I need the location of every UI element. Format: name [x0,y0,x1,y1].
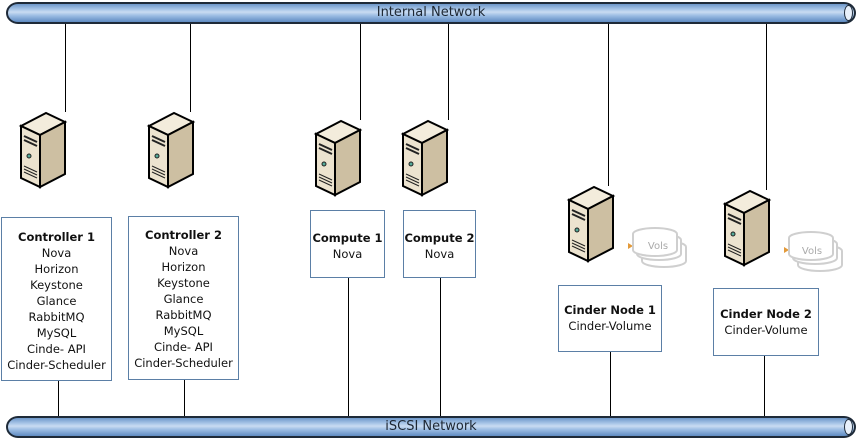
vols-label: Vols [801,246,823,257]
iscsi-link-compute-1 [348,278,349,416]
service-item: Keystone [157,276,210,290]
service-item: MySQL [36,326,77,340]
node-box-cinder-2: Cinder Node 2 Cinder-Volume [713,288,819,356]
iscsi-network-pipe: iSCSI Network [6,416,856,438]
node-title: Controller 2 [145,228,222,242]
iscsi-link-compute-2 [440,278,441,416]
service-item: Cinde- API [27,342,86,356]
internal-network-label: Internal Network [376,5,486,20]
internal-link-cinder-1 [608,24,609,186]
node-title: Compute 1 [312,231,383,245]
service-item: Nova [168,244,199,258]
service-item: Nova [41,246,72,260]
node-title: Controller 1 [18,230,95,244]
node-title: Cinder Node 2 [720,307,812,321]
iscsi-link-controller-2 [184,380,185,416]
node-box-compute-1: Compute 1 Nova [310,210,385,278]
service-item: Nova [424,247,455,261]
node-box-controller-1: Controller 1 Nova Horizon Keystone Glanc… [1,217,112,381]
internal-link-controller-1 [65,24,66,112]
pipe-end-cap [844,5,853,21]
service-item: Horizon [161,260,206,274]
server-icon [400,119,450,197]
server-icon [722,189,772,267]
server-icon [146,111,196,189]
node-box-cinder-1: Cinder Node 1 Cinder-Volume [558,285,662,352]
service-item: RabbitMQ [155,308,212,322]
service-item: RabbitMQ [28,310,85,324]
server-icon [313,119,363,197]
internal-network-pipe: Internal Network [6,2,856,24]
volumes-icon [628,227,687,268]
node-box-compute-2: Compute 2 Nova [403,210,476,278]
iscsi-link-controller-1 [58,380,59,416]
service-item: Cinder-Scheduler [134,356,233,370]
service-item: Nova [332,247,363,261]
iscsi-link-cinder-2 [764,356,765,416]
service-item: Cinde- API [154,340,213,354]
service-item: Cinder-Volume [568,319,652,333]
service-item: Keystone [30,278,83,292]
volumes-icon [784,231,843,272]
iscsi-network-label: iSCSI Network [385,419,477,434]
service-item: Glance [36,294,77,308]
node-title: Compute 2 [404,231,475,245]
node-box-controller-2: Controller 2 Nova Horizon Keystone Glanc… [128,216,239,380]
iscsi-link-cinder-1 [610,352,611,416]
internal-link-compute-1 [360,24,361,120]
pipe-end-cap [844,419,853,435]
server-icon [18,111,68,189]
service-item: Horizon [34,262,79,276]
internal-link-cinder-2 [766,24,767,190]
service-item: Glance [163,292,204,306]
node-title: Cinder Node 1 [564,303,656,317]
service-item: Cinder-Scheduler [7,358,106,372]
service-item: Cinder-Volume [724,323,808,337]
vols-label: Vols [647,241,669,252]
server-icon [566,185,616,263]
internal-link-controller-2 [190,24,191,112]
internal-link-compute-2 [448,24,449,120]
service-item: MySQL [163,324,204,338]
